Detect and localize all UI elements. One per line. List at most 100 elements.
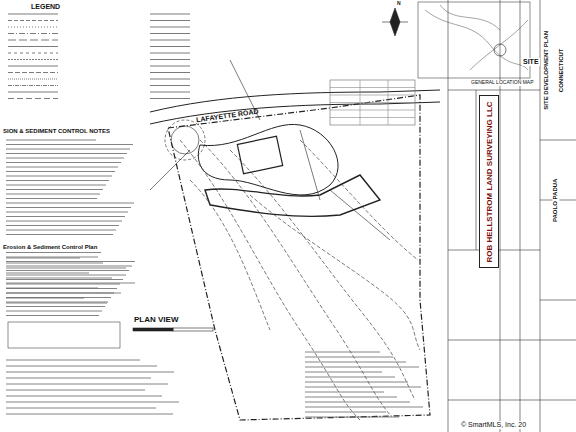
drawn-stroke (6, 273, 89, 274)
drawn-stroke (150, 53, 190, 54)
plan-label: N (396, 1, 402, 7)
drawn-stroke (305, 392, 384, 393)
drawn-stroke (6, 315, 99, 316)
drawn-stroke (6, 275, 126, 276)
plan-label: LAFAYETTE ROAD (195, 108, 260, 125)
drawn-stroke (6, 408, 156, 409)
drawn-stroke (6, 194, 100, 195)
drawn-stroke (6, 288, 117, 289)
drawn-stroke (305, 372, 382, 373)
drawn-stroke (150, 92, 190, 93)
drawn-stroke (6, 176, 112, 177)
plan-label: LEGEND (30, 3, 61, 11)
drawn-stroke (150, 79, 190, 80)
drawn-stroke (150, 33, 190, 34)
drawn-stroke (6, 216, 125, 217)
drawn-stroke (6, 180, 109, 181)
drawn-stroke (6, 225, 119, 226)
drawn-stroke (8, 92, 58, 93)
drawn-stroke (150, 85, 190, 86)
firm-name: ROB HELLSTROM LAND SURVEYING LLC (485, 101, 494, 262)
plan-label: SITE (522, 58, 540, 66)
drawn-stroke (305, 362, 406, 363)
drawn-stroke (6, 212, 128, 213)
drawn-stroke (150, 59, 190, 60)
drawn-stroke (6, 297, 111, 298)
drawn-stroke (6, 203, 134, 204)
drawn-stroke (6, 268, 126, 269)
drawn-stroke (6, 378, 151, 379)
drawn-stroke (6, 414, 173, 415)
drawn-stroke (150, 46, 190, 47)
plan-label: Erosion & Sediment Control Plan (2, 244, 98, 251)
drawn-stroke (6, 261, 135, 262)
drawn-stroke (6, 207, 131, 208)
drawn-stroke (150, 20, 190, 21)
drawn-stroke (6, 306, 105, 307)
drawn-stroke (305, 412, 386, 413)
drawn-stroke (330, 110, 415, 111)
drawn-stroke (6, 288, 98, 289)
drawn-stroke (6, 270, 129, 271)
drawn-stroke (6, 303, 107, 304)
drawn-stroke (6, 278, 112, 279)
drawn-stroke (330, 117, 415, 118)
drawn-stroke (305, 357, 393, 358)
drawn-stroke (8, 46, 58, 47)
plan-label: SITE DEVELOPMENT PLAN (543, 30, 550, 111)
drawn-stroke (305, 407, 423, 408)
drawn-stroke (6, 298, 84, 299)
drawn-stroke (6, 162, 121, 163)
drawn-stroke (6, 171, 115, 172)
drawn-stroke (305, 417, 399, 418)
drawn-stroke (6, 153, 127, 154)
drawn-stroke (6, 258, 80, 259)
drawn-stroke (8, 85, 58, 86)
drawn-stroke (305, 382, 408, 383)
plan-label: CONNECTICUT (558, 47, 565, 93)
drawn-stroke (6, 293, 121, 294)
drawn-stroke (8, 53, 58, 54)
drawn-stroke (388, 80, 389, 125)
plan-label: SION & SEDIMENT CONTROL NOTES (2, 128, 111, 135)
drawn-stroke (6, 263, 103, 264)
plan-label: PLAN VIEW (133, 316, 179, 325)
drawn-stroke (150, 27, 190, 28)
drawn-stroke (305, 397, 397, 398)
drawn-stroke (330, 87, 415, 88)
drawn-stroke (330, 102, 415, 103)
drawn-stroke (305, 387, 421, 388)
drawn-stroke (6, 198, 97, 199)
drawn-stroke (8, 33, 58, 34)
drawn-stroke (8, 66, 58, 67)
drawn-stroke (8, 40, 58, 41)
drawn-stroke (6, 390, 145, 391)
plan-label: © SmartMLS, Inc. 20 (460, 421, 527, 429)
drawn-stroke (150, 14, 190, 15)
drawn-stroke (6, 284, 120, 285)
drawn-stroke (150, 66, 190, 67)
drawn-stroke (6, 158, 124, 159)
drawn-stroke (8, 98, 58, 99)
drawn-stroke (6, 396, 162, 397)
drawn-stroke (6, 384, 168, 385)
drawn-stroke (6, 366, 157, 367)
drawn-stroke (6, 144, 133, 145)
drawn-stroke (330, 95, 415, 96)
drawn-stroke (305, 352, 380, 353)
drawn-stroke (6, 234, 113, 235)
drawn-stroke (6, 221, 122, 222)
drawn-stroke (305, 402, 410, 403)
drawn-stroke (8, 59, 58, 60)
drawn-stroke (6, 302, 108, 303)
drawn-stroke (6, 140, 96, 141)
drawn-stroke (6, 360, 140, 361)
drawn-stroke (6, 252, 101, 253)
drawn-stroke (6, 189, 103, 190)
drawn-stroke (6, 149, 130, 150)
drawn-stroke (8, 14, 58, 15)
drawn-stroke (150, 72, 190, 73)
drawn-stroke (6, 311, 102, 312)
drawn-stroke (150, 40, 190, 41)
drawn-stroke (6, 283, 135, 284)
